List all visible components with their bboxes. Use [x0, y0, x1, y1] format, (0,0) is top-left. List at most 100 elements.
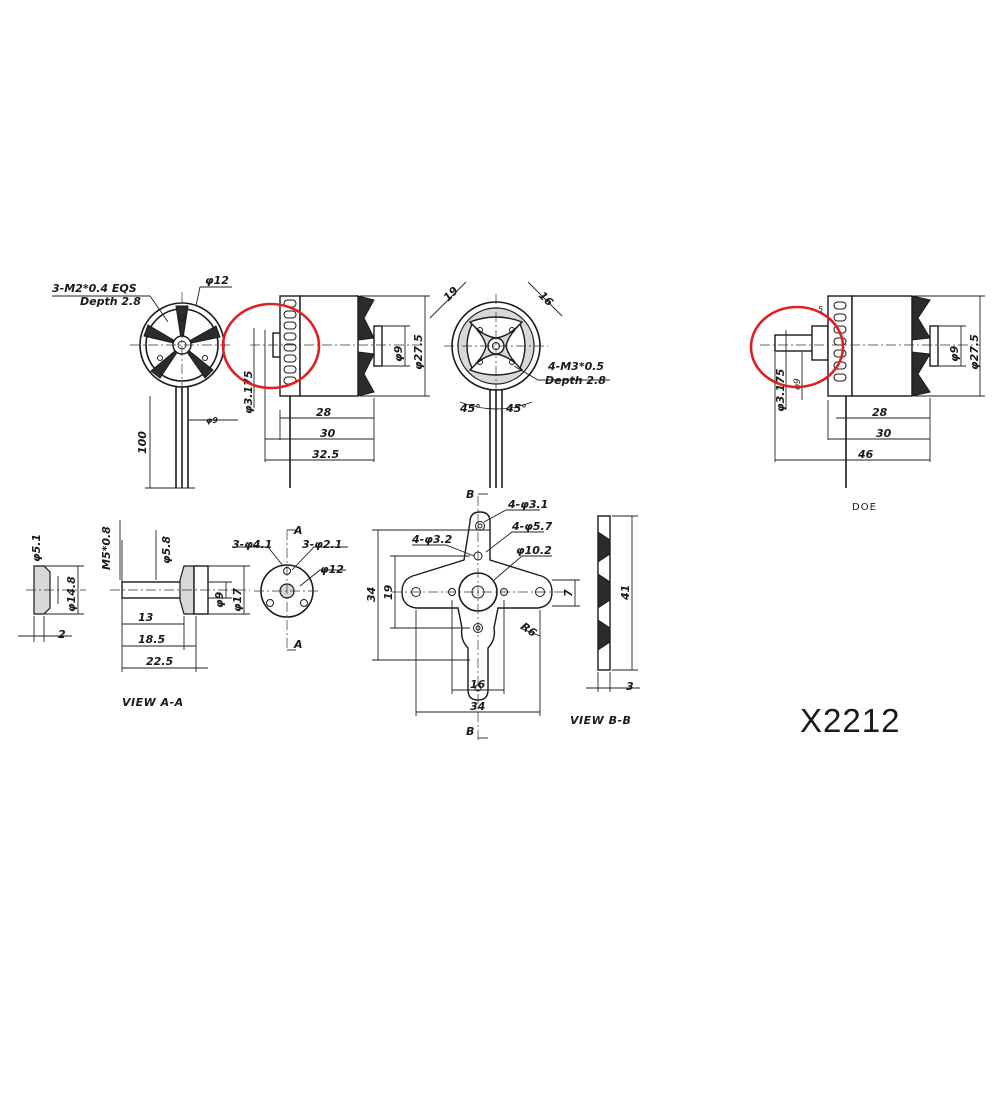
side-28-label: 28	[316, 406, 332, 419]
rear-wires	[489, 390, 503, 488]
rear-screw-hole	[477, 359, 483, 365]
side-body	[299, 295, 359, 397]
rear-45-label-left: 45°	[459, 402, 481, 415]
bb-leader	[519, 627, 541, 637]
front-thread-label: 3-M2*0.4 EQS	[52, 282, 137, 295]
doe-view: φ3.175 φ9 5 28 30 46 φ9 φ27.5 DOE	[749, 295, 985, 513]
bb-profile-rib	[597, 573, 611, 609]
side-view: φ3.175 28 30 32.5 φ9 φ27.5	[221, 295, 430, 488]
aa-2-label: 2	[58, 628, 66, 641]
bb-3-label: 3	[626, 680, 634, 693]
rear-19-label: 19	[441, 284, 461, 304]
rear-view: 19 16 4-M3*0.5 Depth 2.8 45° 45°	[429, 281, 610, 488]
side-d9-label: φ9	[392, 345, 405, 362]
bb-34h-label: 34	[470, 700, 485, 713]
doe-28-label: 28	[872, 406, 888, 419]
bb-profile-rib	[597, 531, 611, 563]
bb-arm-hole	[475, 521, 485, 531]
bb-arm-hole-inner	[477, 523, 483, 529]
side-d275-label: φ27.5	[412, 334, 425, 370]
front-depth-label: Depth 2.8	[80, 295, 141, 308]
highlight-circle	[221, 302, 321, 390]
rear-dim-16	[527, 281, 563, 317]
bb-leader	[483, 509, 540, 523]
front-length-label: 100	[136, 431, 149, 454]
doe-bell-front	[827, 295, 853, 397]
front-screw-hole	[202, 355, 208, 361]
doe-collar	[811, 325, 829, 361]
aa-3d41-label: 3-φ4.1	[232, 538, 272, 551]
aa-leader	[291, 546, 348, 571]
rear-dim-angle	[459, 401, 533, 410]
doe-shaft-label: φ3.175	[774, 368, 787, 412]
front-view: 3-M2*0.4 EQS Depth 2.8 φ12 100 φ9	[52, 274, 238, 489]
rear-screw-hole	[509, 327, 515, 333]
aa-caption: VIEW A-A	[122, 696, 184, 709]
front-dia-label: φ12	[205, 274, 229, 287]
view-aa: φ5.1 φ14.8 2 M5*0.8 φ5.8 13 18.5 22.5 φ9…	[18, 520, 348, 709]
rear-screw-hole	[477, 327, 483, 333]
doe-d275-label: φ27.5	[968, 334, 981, 370]
side-rear-boss	[373, 325, 383, 367]
side-shaft-label: φ3.175	[242, 370, 255, 414]
bb-4d31-label: 4-φ3.1	[507, 498, 548, 511]
bb-caption: VIEW B-B	[570, 714, 631, 727]
bb-leader	[493, 555, 552, 581]
bb-r6-label: R6	[518, 620, 539, 640]
front-small-label: φ9	[206, 416, 218, 425]
front-leader	[52, 295, 169, 323]
bb-34v-label: 34	[365, 587, 378, 602]
doe-caption: DOE	[852, 502, 877, 513]
aa-225-label: 22.5	[146, 655, 173, 668]
aa-13-label: 13	[138, 611, 154, 624]
bb-leader	[485, 531, 544, 553]
bb-4d32-label: 4-φ3.2	[411, 533, 453, 546]
aa-d12-label: φ12	[320, 563, 344, 576]
bb-7-label: 7	[562, 589, 575, 597]
aa-d17-label: φ17	[231, 588, 244, 612]
front-screw-hole	[157, 355, 163, 361]
aa-leader	[299, 569, 346, 587]
aa-leader	[232, 546, 284, 567]
model-name: X2212	[800, 702, 900, 739]
front-spoke-4	[150, 344, 183, 379]
rear-dim-19	[429, 281, 467, 319]
bb-section-b-top: B	[466, 488, 474, 501]
side-mount-upper	[357, 295, 375, 341]
rear-leader	[513, 365, 610, 381]
aa-d148-label: φ14.8	[65, 576, 78, 612]
doe-5-label: 5	[818, 305, 823, 314]
side-325-label: 32.5	[312, 448, 339, 461]
front-spoke-5	[143, 324, 183, 346]
rear-thread-label: 4-M3*0.5	[547, 360, 604, 373]
bb-section-b-bottom: B	[466, 725, 474, 738]
front-spoke-2	[181, 325, 221, 346]
bb-4d57-label: 4-φ5.7	[511, 520, 553, 533]
bb-leader	[412, 544, 475, 557]
doe-rear-boss	[929, 325, 939, 367]
aa-d51-label: φ5.1	[30, 534, 43, 562]
rear-45-label-right: 45°	[505, 402, 527, 415]
bb-d102-label: φ10.2	[516, 544, 552, 557]
highlight-circle	[749, 305, 845, 389]
doe-46-label: 46	[857, 448, 874, 461]
front-leader	[195, 286, 232, 307]
doe-shaft	[774, 334, 818, 352]
doe-mount-lower	[911, 351, 931, 397]
aa-section-a-bottom: A	[293, 638, 303, 651]
aa-section-a-top: A	[293, 524, 303, 537]
rear-16-label: 16	[536, 289, 556, 309]
side-mount-lower	[357, 351, 375, 397]
aa-d58-label: φ5.8	[160, 536, 173, 564]
view-bb: B B 4-φ3.1 4-φ5.7 4-φ3.2 φ10.2 34 19 7 R…	[365, 488, 640, 740]
bb-16-label: 16	[470, 678, 486, 691]
bb-19-label: 19	[382, 584, 395, 600]
rear-screw-hole	[509, 359, 515, 365]
doe-shaft9-label: φ9	[793, 378, 803, 390]
aa-3d21-label: 3-φ2.1	[302, 538, 342, 551]
aa-hole	[300, 599, 308, 607]
doe-mount-upper	[911, 295, 931, 341]
front-spoke-3	[181, 344, 214, 379]
